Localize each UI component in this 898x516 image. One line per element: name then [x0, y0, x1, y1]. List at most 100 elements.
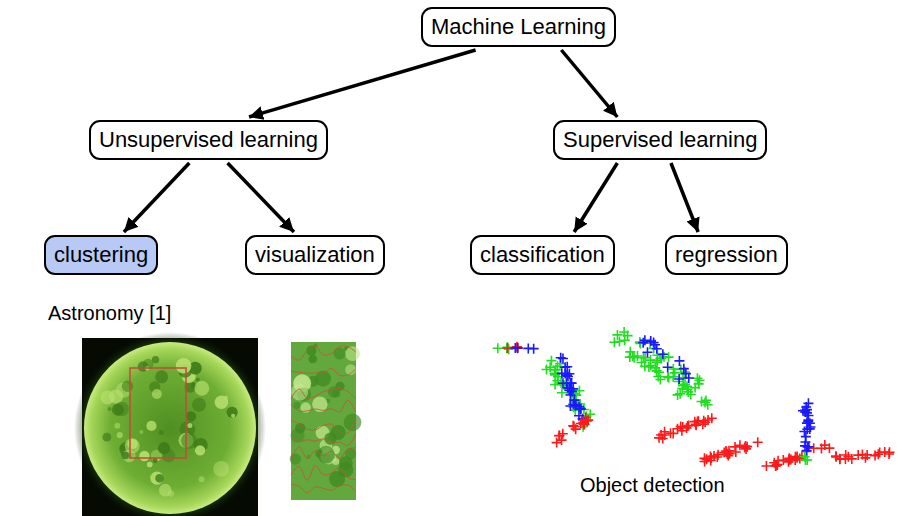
data-point — [581, 412, 591, 422]
data-point — [576, 404, 586, 414]
data-point — [824, 443, 834, 453]
sun-feature — [146, 421, 156, 431]
data-point — [545, 362, 555, 372]
zoom-feature — [291, 383, 308, 400]
tree-arrow — [561, 50, 617, 117]
data-point — [741, 441, 751, 451]
cluster-contour — [291, 484, 356, 493]
category-box: Unsupervised learning — [89, 120, 328, 160]
data-point — [574, 411, 584, 421]
tree-arrow — [671, 163, 698, 232]
sun-feature — [187, 423, 192, 428]
sun-feature — [127, 439, 137, 449]
cluster-contour — [291, 447, 356, 460]
data-point — [666, 428, 676, 438]
sun-feature — [153, 458, 158, 463]
cluster-contour — [291, 346, 356, 360]
cluster-contour — [291, 369, 356, 376]
data-point — [831, 452, 841, 462]
data-point — [707, 413, 717, 423]
zoom-feature — [332, 389, 340, 397]
box-text: Supervised learning — [563, 127, 757, 153]
data-point — [692, 373, 702, 383]
box-text: classification — [480, 242, 605, 268]
data-point — [493, 343, 503, 353]
detection-scatter — [493, 327, 895, 471]
cluster-contour — [291, 420, 356, 434]
box-text: clustering — [54, 242, 148, 268]
data-point — [880, 447, 890, 457]
sun-image — [74, 332, 266, 516]
data-point — [660, 430, 670, 440]
zoom-feature — [345, 346, 360, 361]
data-point — [674, 374, 684, 384]
data-point — [640, 361, 650, 371]
sun-feature — [100, 390, 114, 404]
data-point — [691, 420, 701, 430]
data-point — [650, 340, 660, 350]
data-point — [701, 395, 711, 405]
data-point — [674, 356, 684, 366]
data-point — [860, 453, 870, 463]
data-point — [563, 372, 573, 382]
sun-feature — [159, 484, 172, 497]
data-point — [523, 343, 533, 353]
sun-feature — [181, 433, 197, 449]
data-point — [684, 373, 694, 383]
data-point — [552, 438, 562, 448]
sun-feature — [213, 461, 229, 477]
data-point — [802, 446, 812, 456]
task-box: visualization — [245, 235, 385, 275]
data-point — [753, 437, 763, 447]
data-point — [609, 337, 619, 347]
sun-feature — [139, 430, 143, 434]
box-text: regression — [675, 242, 778, 268]
box-text: Unsupervised learning — [99, 127, 318, 153]
data-point — [554, 431, 564, 441]
data-point — [650, 363, 660, 373]
sun-feature — [155, 474, 164, 483]
sun-feature — [119, 445, 125, 451]
data-point — [664, 373, 674, 383]
data-point — [546, 356, 556, 366]
sun-feature — [195, 445, 205, 455]
tree-arrow — [574, 163, 617, 232]
sun-feature — [159, 430, 164, 435]
data-point — [642, 347, 652, 357]
data-point — [841, 450, 851, 460]
sun-feature — [122, 380, 133, 391]
data-point — [805, 422, 815, 432]
category-box: Supervised learning — [553, 120, 767, 160]
sun-feature — [192, 398, 206, 412]
sun-feature — [152, 389, 162, 399]
data-point — [683, 387, 693, 397]
data-point — [640, 335, 650, 345]
zoom-panel — [290, 342, 362, 500]
tree-arrow — [228, 163, 294, 232]
data-point — [513, 343, 523, 353]
sun-feature — [155, 370, 168, 383]
data-point — [567, 386, 577, 396]
data-point — [620, 335, 630, 345]
task-box: classification — [470, 235, 615, 275]
data-point — [571, 424, 581, 434]
data-point — [560, 362, 570, 372]
image-caption: Astronomy [1] — [45, 301, 174, 325]
zoom-feature — [308, 355, 317, 364]
cluster-contour — [291, 466, 356, 481]
sun-feature — [117, 432, 123, 438]
data-point — [803, 398, 813, 408]
data-point — [798, 406, 808, 416]
data-point — [731, 447, 741, 457]
sun-feature — [186, 411, 196, 421]
data-point — [557, 435, 567, 445]
data-point — [564, 385, 574, 395]
data-point — [579, 419, 589, 429]
data-point — [653, 371, 663, 381]
sun-feature — [150, 472, 163, 485]
data-point — [809, 443, 819, 453]
tree-arrow — [249, 50, 476, 117]
zoom-feature — [333, 347, 345, 359]
tree-arrow — [124, 163, 189, 232]
data-point — [512, 343, 522, 353]
